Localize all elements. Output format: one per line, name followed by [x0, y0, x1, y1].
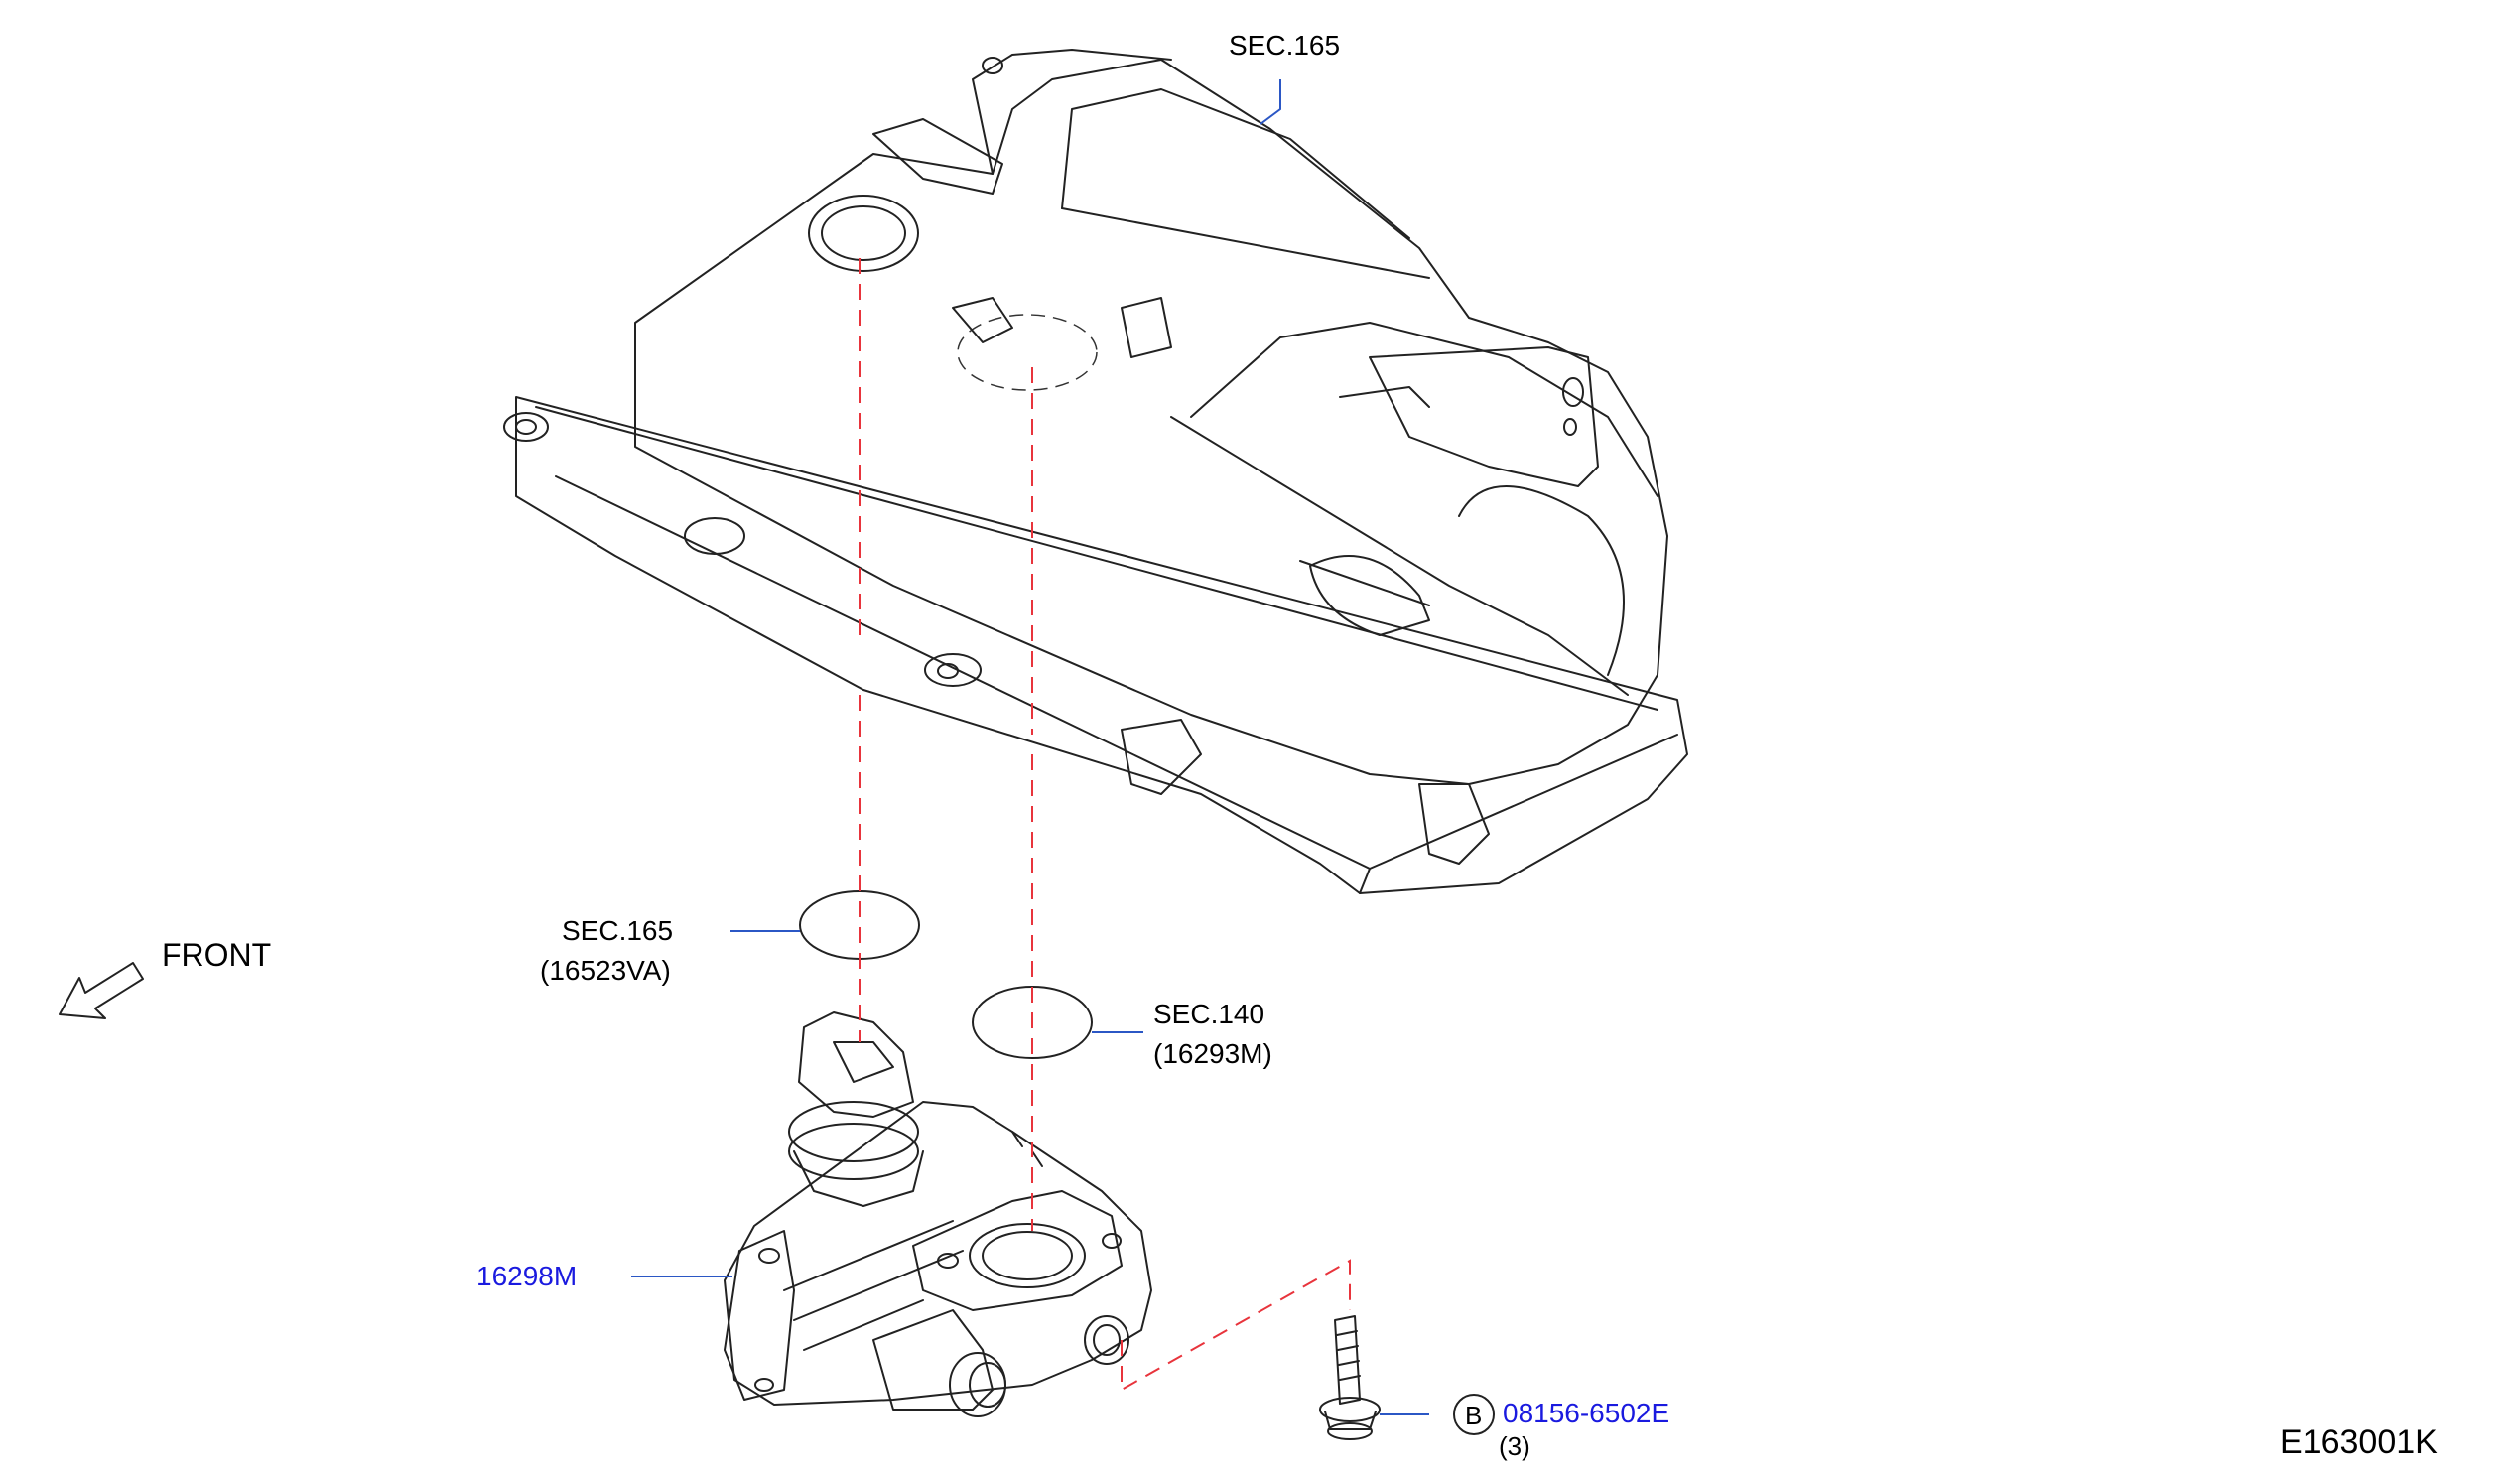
front-arrow-icon: [59, 962, 144, 1019]
diagram-code-label: E163001K: [2280, 1423, 2438, 1461]
leader-lines: [631, 79, 1429, 1415]
part-08156-6502e-link[interactable]: 08156-6502E: [1503, 1398, 1670, 1428]
throttle-chamber-assembly: [724, 1011, 1152, 1417]
sec-140-label[interactable]: SEC.140: [1153, 999, 1265, 1029]
ref-circle-b: [1453, 1394, 1495, 1435]
assembly-guide-lines: [859, 258, 1351, 1392]
part-16523va-label: (16523VA): [540, 955, 671, 986]
bolt-quantity-label: (3): [1499, 1431, 1530, 1461]
part-16293m-label: (16293M): [1153, 1038, 1272, 1069]
intake-cover-assembly: [503, 49, 1688, 894]
part-16298m-link[interactable]: 16298M: [476, 1261, 578, 1291]
bolt-ref-letter: B: [1465, 1401, 1483, 1430]
sec-165-gasket-label[interactable]: SEC.165: [562, 915, 674, 946]
front-direction-label: FRONT: [162, 937, 272, 973]
bolt-08156-6502e: [1319, 1315, 1381, 1440]
sec-165-top-label[interactable]: SEC.165: [1229, 30, 1341, 61]
